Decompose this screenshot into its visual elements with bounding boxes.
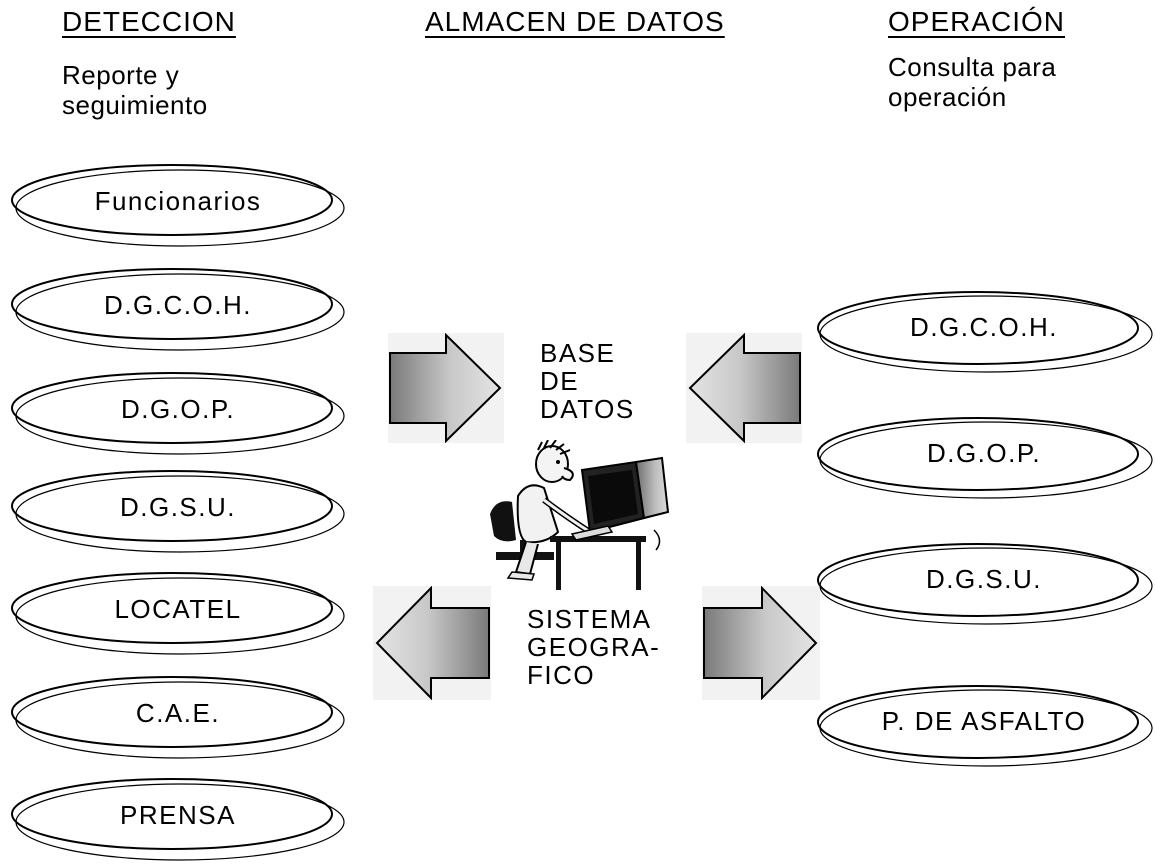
left-node-cae-shape (11, 676, 345, 759)
left-node-dgsu-shape (11, 470, 345, 553)
database-label-line2: DE (540, 366, 580, 396)
right-node-p-de-asfalto-shape (817, 685, 1153, 767)
arrow-left-from-gis-icon (373, 586, 491, 700)
gis-label: SISTEMA GEOGRA- FICO (527, 605, 660, 689)
left-node-dgop-shape (11, 372, 345, 455)
left-node-dgop-label: D.G.O.P. (120, 394, 236, 424)
operation-subtitle: Consulta para operación (888, 52, 1056, 112)
left-node-dgcoh-shape (11, 268, 345, 351)
database-label-line3: DATOS (540, 394, 635, 424)
left-node-cae: C.A.E. (8, 674, 348, 760)
right-node-p-de-asfalto: P. DE ASFALTO (814, 682, 1154, 770)
gis-label-line1: SISTEMA (527, 604, 652, 634)
left-node-locatel: LOCATEL (8, 570, 348, 656)
detection-subtitle-line1: Reporte y (62, 60, 180, 90)
database-label-line1: BASE (540, 338, 616, 368)
person-at-computer-icon (490, 440, 670, 590)
right-node-dgsu-shape (817, 543, 1153, 625)
arrow-left-into-database-icon (686, 333, 802, 443)
right-node-dgop-shape (817, 417, 1153, 499)
storage-heading: ALMACEN DE DATOS (425, 6, 725, 37)
arrow-right-into-database-icon (388, 333, 504, 443)
right-node-dgcoh-label: D.G.C.O.H. (910, 312, 1058, 342)
left-node-dgsu-label: D.G.S.U. (119, 492, 236, 522)
left-node-prensa-label: PRENSA (120, 800, 236, 830)
left-node-prensa: PRENSA (8, 776, 348, 862)
left-node-dgcoh: D.G.C.O.H. (8, 266, 348, 352)
right-node-dgcoh: D.G.C.O.H. (814, 288, 1154, 376)
right-node-dgop-label: D.G.O.P. (926, 438, 1042, 468)
right-node-p-de-asfalto-label: P. DE ASFALTO (881, 706, 1087, 736)
gis-label-line2: GEOGRA- (527, 632, 661, 662)
left-node-funcionarios-shape (11, 164, 345, 247)
arrow-right-from-gis-icon (702, 586, 820, 700)
gis-label-line3: FICO (527, 660, 596, 690)
left-node-dgsu: D.G.S.U. (8, 468, 348, 554)
left-node-locatel-shape (11, 572, 345, 655)
left-node-dgcoh-label: D.G.C.O.H. (104, 290, 252, 320)
operation-heading: OPERACIÓN (888, 6, 1066, 37)
left-node-cae-label: C.A.E. (135, 698, 221, 728)
database-label: BASE DE DATOS (540, 339, 635, 423)
detection-subtitle-line2: seguimiento (62, 90, 208, 120)
left-node-locatel-label: LOCATEL (114, 594, 242, 624)
operation-subtitle-line2: operación (888, 82, 1007, 112)
left-node-funcionarios: Funcionarios (8, 162, 348, 248)
right-node-dgop: D.G.O.P. (814, 414, 1154, 502)
right-node-dgsu: D.G.S.U. (814, 540, 1154, 628)
right-node-dgcoh-shape (817, 291, 1153, 373)
detection-subtitle: Reporte y seguimiento (62, 60, 208, 120)
left-node-prensa-shape (11, 778, 345, 861)
operation-subtitle-line1: Consulta para (888, 52, 1057, 82)
left-node-funcionarios-label: Funcionarios (94, 186, 262, 216)
left-node-dgop: D.G.O.P. (8, 370, 348, 456)
detection-heading: DETECCION (62, 6, 236, 37)
right-node-dgsu-label: D.G.S.U. (925, 564, 1042, 594)
